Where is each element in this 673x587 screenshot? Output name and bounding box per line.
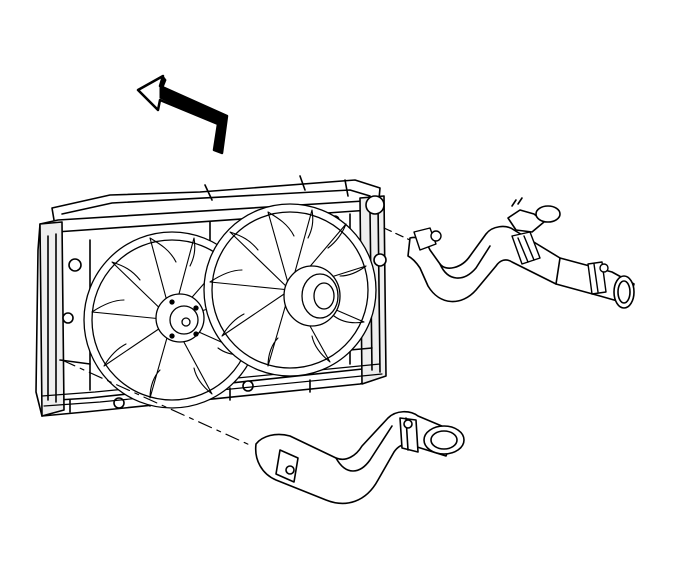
right-cooling-fan [204,204,376,376]
hose-clamps [414,228,608,294]
upper-radiator-hose [408,198,634,308]
direction-arrow [138,76,227,153]
alignment-lines [62,228,410,446]
lower-radiator-hose [256,412,464,504]
